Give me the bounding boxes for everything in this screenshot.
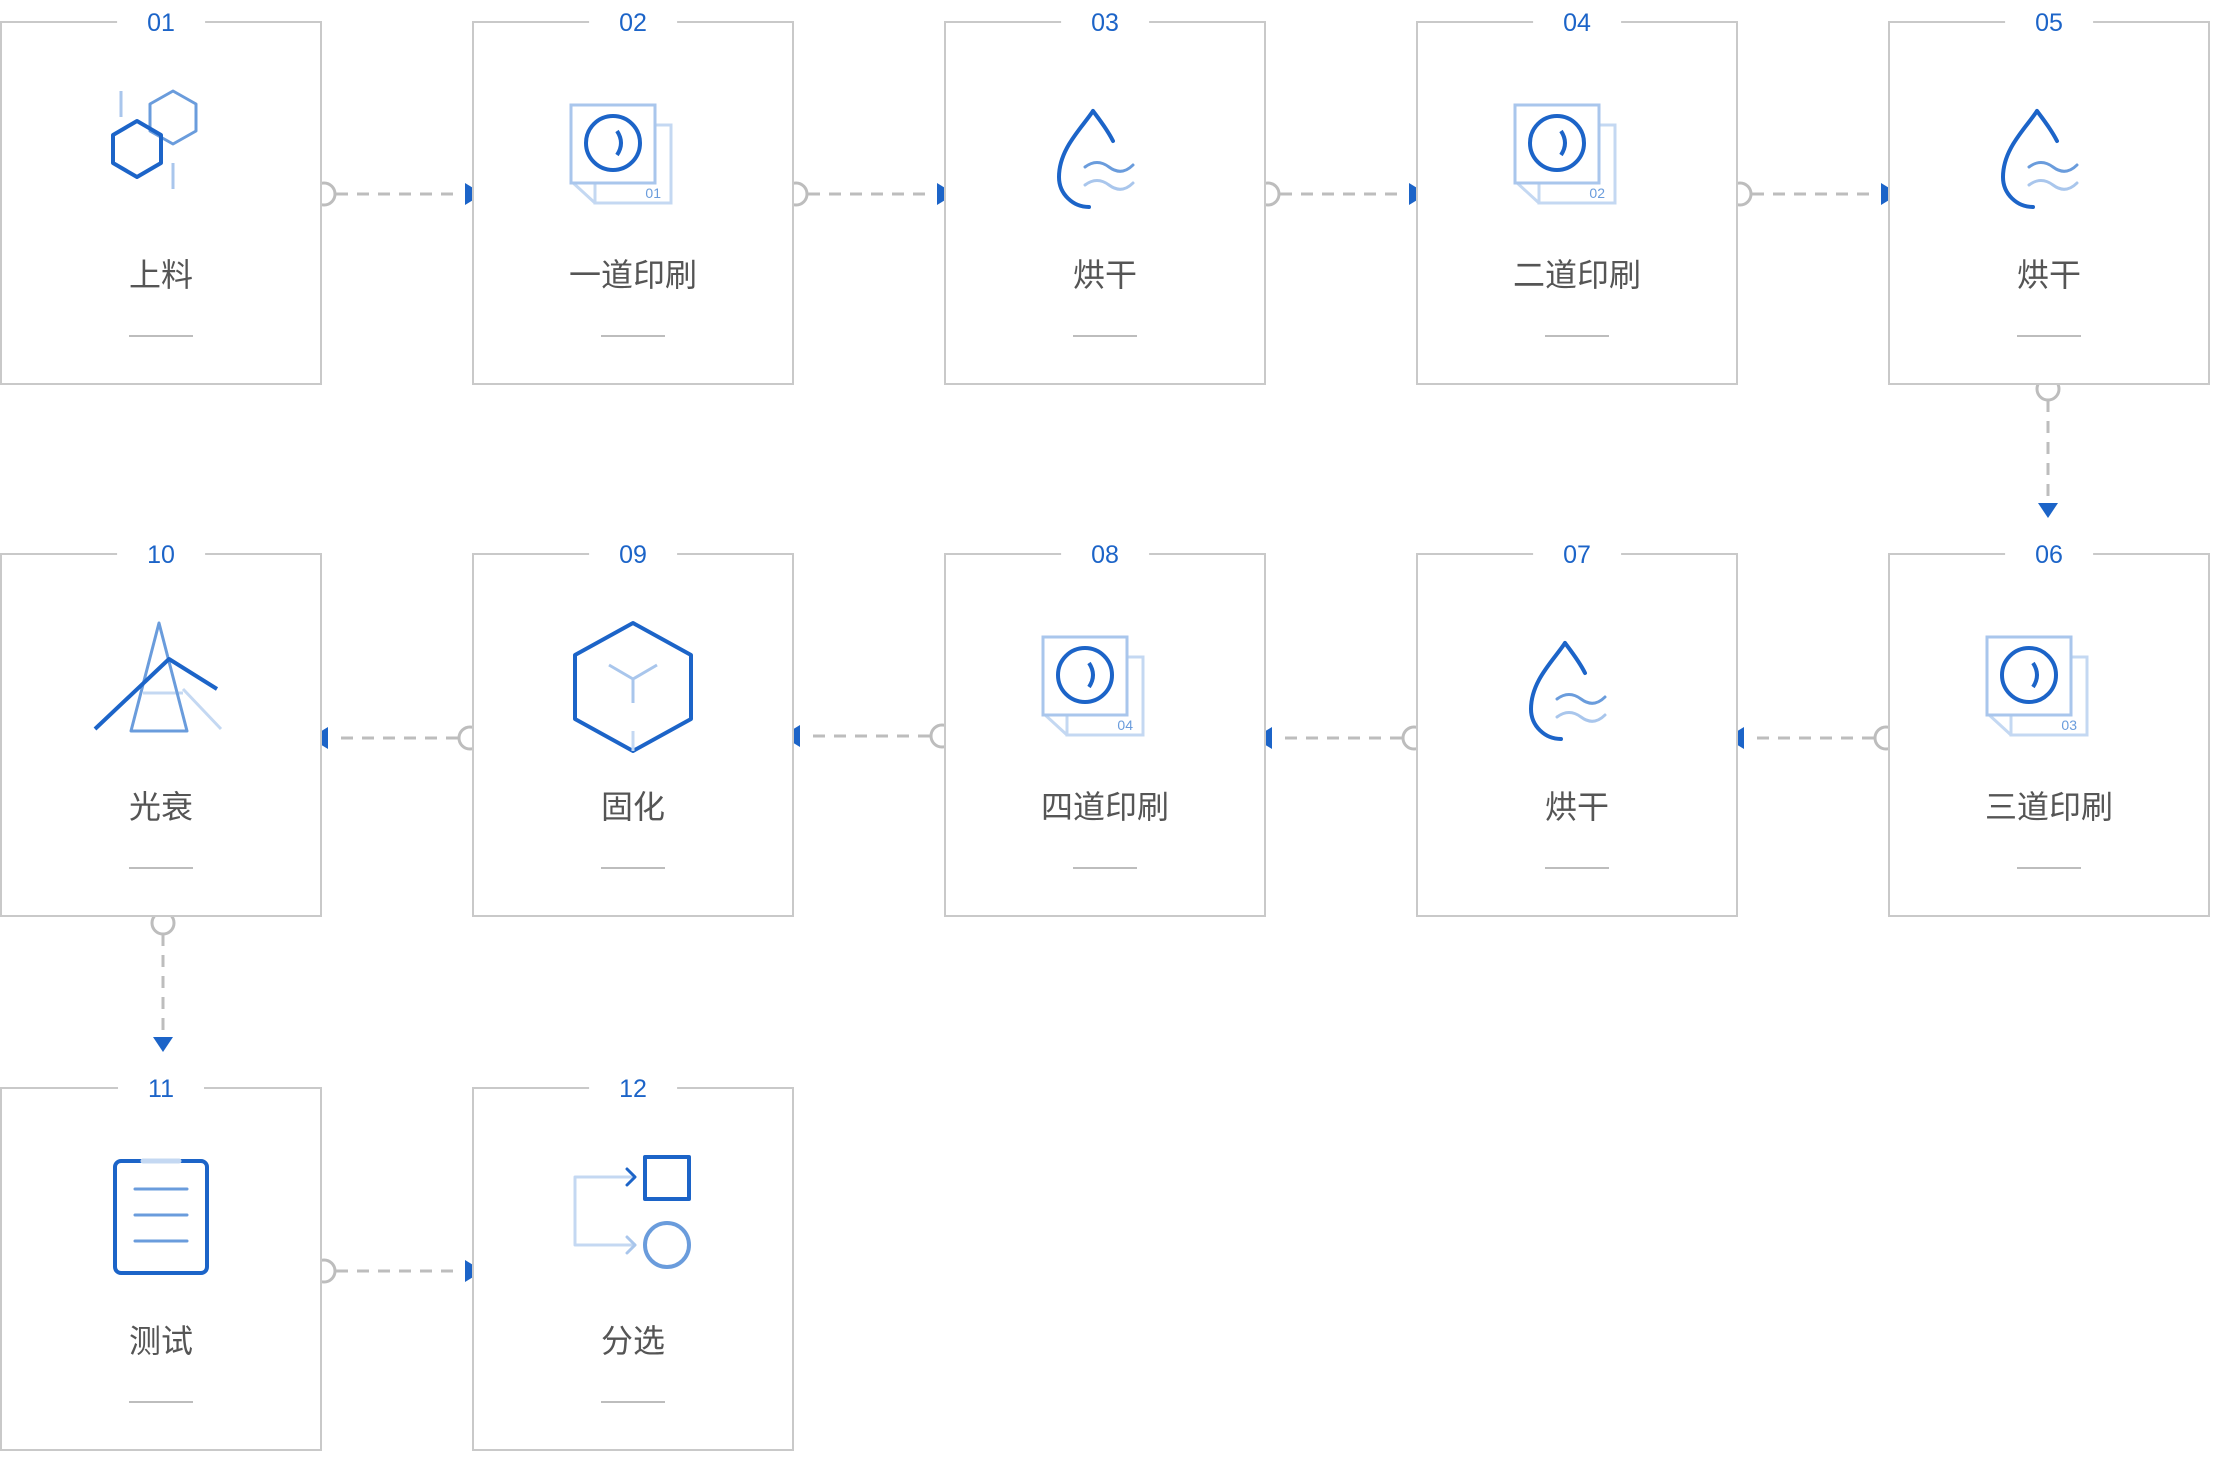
step-divider — [1073, 335, 1137, 337]
arrowhead-down — [2038, 503, 2058, 518]
clipboard-icon — [93, 1157, 229, 1293]
step-number: 02 — [589, 8, 677, 38]
step-divider — [2017, 867, 2081, 869]
step-card-08: 08 04 四道印刷 — [944, 540, 1266, 917]
step-title: 烘干 — [1544, 788, 1609, 826]
arrowhead-down — [153, 1037, 173, 1052]
step-card-04: 04 02 二道印刷 — [1416, 8, 1738, 385]
layer-badge: 01 — [645, 185, 661, 201]
layer-badge: 04 — [1117, 717, 1133, 733]
step-divider — [601, 867, 665, 869]
sort-icon — [565, 1155, 701, 1293]
step-number: 11 — [118, 1074, 204, 1104]
step-number: 06 — [2005, 540, 2093, 570]
step-card-02: 02 01 一道印刷 — [472, 8, 794, 385]
step-title: 三道印刷 — [1984, 788, 2113, 826]
step-number: 10 — [117, 540, 205, 570]
step-divider — [129, 867, 193, 869]
step-divider — [601, 335, 665, 337]
print-layer-icon: 03 — [1981, 623, 2117, 759]
step-card-09: 09 固化 — [472, 540, 794, 917]
print-layer-icon: 02 — [1509, 91, 1645, 227]
step-number: 05 — [2005, 8, 2093, 38]
step-number: 01 — [117, 8, 205, 38]
hexagons-icon — [93, 89, 229, 227]
step-number: 09 — [589, 540, 677, 570]
cube-icon — [565, 621, 701, 759]
step-card-12: 12 分选 — [472, 1074, 794, 1451]
prism-icon — [93, 621, 229, 759]
step-number: 07 — [1533, 540, 1621, 570]
step-divider — [2017, 335, 2081, 337]
step-divider — [1545, 335, 1609, 337]
print-layer-icon: 01 — [565, 91, 701, 227]
step-card-07: 07 烘干 — [1416, 540, 1738, 917]
step-number: 04 — [1533, 8, 1621, 38]
step-number: 08 — [1061, 540, 1149, 570]
step-title: 二道印刷 — [1512, 256, 1641, 294]
step-title: 一道印刷 — [568, 256, 697, 294]
step-number: 03 — [1061, 8, 1149, 38]
step-title: 光衰 — [128, 788, 193, 826]
step-card-01: 01 上料 — [0, 8, 322, 385]
step-title: 测试 — [128, 1322, 193, 1360]
step-divider — [129, 335, 193, 337]
drop-wave-icon — [1037, 91, 1173, 227]
print-layer-icon: 04 — [1037, 623, 1173, 759]
step-card-05: 05 烘干 — [1888, 8, 2210, 385]
step-divider — [129, 1401, 193, 1403]
step-title: 四道印刷 — [1040, 788, 1169, 826]
step-divider — [1073, 867, 1137, 869]
drop-wave-icon — [1981, 91, 2117, 227]
step-card-06: 06 03 三道印刷 — [1888, 540, 2210, 917]
step-divider — [601, 1401, 665, 1403]
step-title: 烘干 — [1072, 256, 1137, 294]
drop-wave-icon — [1509, 623, 1645, 759]
step-card-11: 11 测试 — [0, 1074, 322, 1451]
layer-badge: 03 — [2061, 717, 2077, 733]
step-title: 烘干 — [2016, 256, 2081, 294]
step-title: 分选 — [600, 1322, 665, 1360]
step-card-03: 03 烘干 — [944, 8, 1266, 385]
step-card-10: 10 光衰 — [0, 540, 322, 917]
step-title: 上料 — [128, 256, 193, 294]
step-divider — [1545, 867, 1609, 869]
layer-badge: 02 — [1589, 185, 1605, 201]
step-title: 固化 — [600, 788, 665, 826]
step-number: 12 — [589, 1074, 677, 1104]
